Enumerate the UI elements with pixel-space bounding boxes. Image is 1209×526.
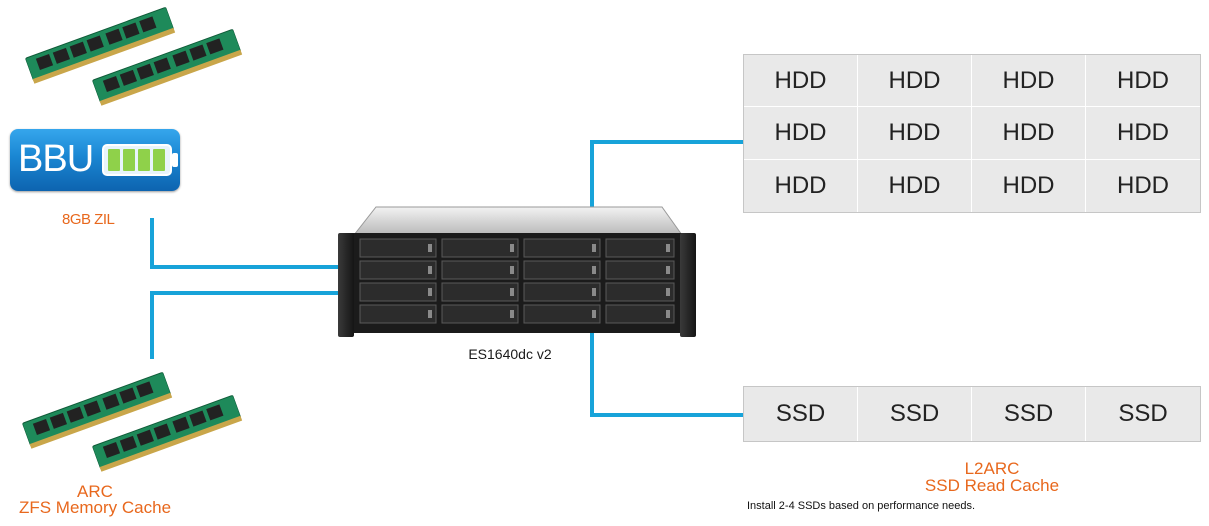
connector-ssd-vertical [590, 330, 594, 416]
arc-label: ARC ZFS Memory Cache [0, 482, 190, 517]
connector-arc-vertical [150, 291, 154, 359]
l2arc-label: L2ARC SSD Read Cache [892, 460, 1092, 494]
connector-hdd-vertical [590, 140, 594, 212]
hdd-slot: HDD [972, 159, 1086, 212]
hdd-slot: HDD [744, 55, 858, 108]
hdd-slot: HDD [972, 107, 1086, 160]
hdd-slot: HDD [744, 159, 858, 212]
l2arc-label-line1: L2ARC [964, 459, 1020, 478]
bbu-badge: BBU [10, 129, 180, 191]
battery-icon [102, 144, 178, 176]
arc-label-line2: ZFS Memory Cache [18, 498, 172, 517]
connector-zil-vertical [150, 218, 154, 268]
ram-module-icon [25, 7, 176, 84]
ram-module-icon [92, 29, 243, 106]
install-note: Install 2-4 SSDs based on performance ne… [747, 500, 1207, 519]
hdd-slot: HDD [1117, 171, 1169, 199]
ssd-slot: SSD [858, 387, 972, 441]
connector-hdd-horizontal [590, 140, 744, 144]
ram-module-icon [92, 395, 243, 472]
connector-arc-horizontal [150, 291, 340, 295]
install-note-line1: Install 2-4 SSDs based on performance ne… [747, 500, 976, 512]
ssd-slot: SSD [1118, 400, 1168, 427]
hdd-slot: HDD [1086, 107, 1200, 160]
hdd-slot: HDD [858, 159, 972, 212]
connector-ssd-horizontal [590, 413, 744, 417]
ram-module-icon [22, 372, 173, 449]
connector-zil-horizontal [150, 265, 340, 269]
ssd-slot: SSD [972, 387, 1086, 441]
hdd-slot: HDD [972, 55, 1086, 108]
hdd-slot: HDD [744, 107, 858, 160]
zil-label: 8GB ZIL [62, 211, 115, 228]
hdd-slot: HDD [858, 107, 972, 160]
ssd-array: SSD SSD SSD SSD [743, 386, 1201, 442]
l2arc-label-line2: SSD Read Cache [924, 476, 1060, 495]
bbu-label: BBU [18, 138, 94, 180]
hdd-slot: HDD [858, 55, 972, 108]
hdd-slot: HDD [1086, 55, 1200, 108]
hdd-array: HDD HDD HDD HDD HDD HDD HDD HDD HDD HDD … [743, 54, 1201, 213]
ssd-slot: SSD [744, 387, 858, 441]
nas-server-icon [338, 206, 696, 337]
install-note-line2-cut [747, 513, 1207, 519]
device-name-label: ES1640dc v2 [468, 346, 552, 362]
arc-label-line1: ARC [77, 482, 113, 501]
